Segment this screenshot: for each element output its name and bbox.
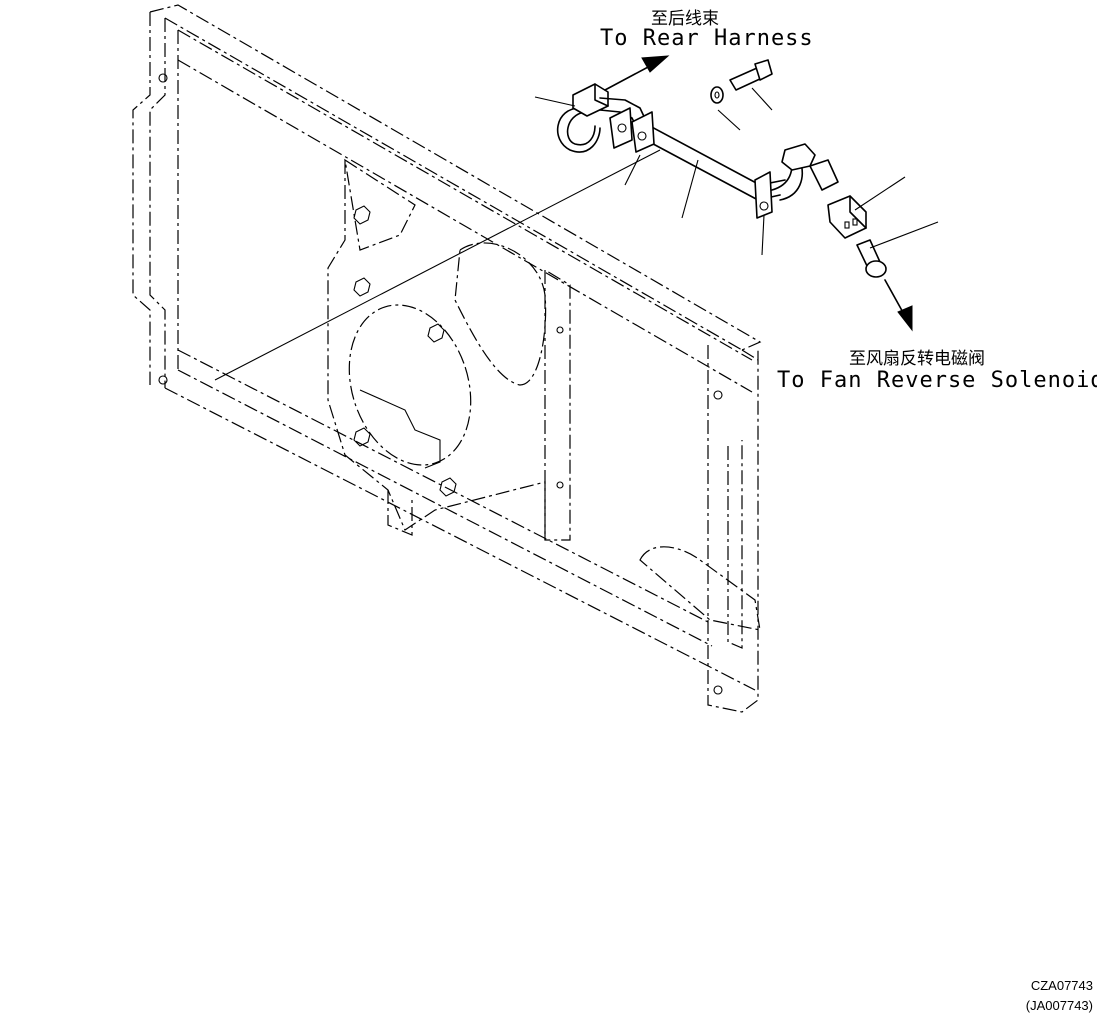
solenoid-connector xyxy=(827,195,867,239)
drawing-code: CZA07743 xyxy=(1030,978,1093,993)
fan-solenoid-label-en: To Fan Reverse Solenoid xyxy=(777,368,1097,393)
radiator-frame xyxy=(132,4,762,713)
rear-harness-label-en: To Rear Harness xyxy=(600,26,814,51)
rear-connector xyxy=(572,83,609,117)
wiring-harness xyxy=(534,59,939,278)
arrow-to-rear-harness xyxy=(604,55,670,91)
rear-harness-label-cn: 至后线束 xyxy=(651,9,719,29)
fan-solenoid-label-cn: 至风扇反转电磁阀 xyxy=(849,349,985,369)
rear-harness-loop xyxy=(556,107,601,153)
clamp-rear xyxy=(609,107,633,149)
alt-drawing-code: (JA007743) xyxy=(1025,998,1093,1013)
washer xyxy=(710,86,724,104)
harness-leader-line xyxy=(214,149,661,381)
arrow-to-fan-solenoid xyxy=(884,279,913,332)
clamp-front xyxy=(754,171,773,219)
